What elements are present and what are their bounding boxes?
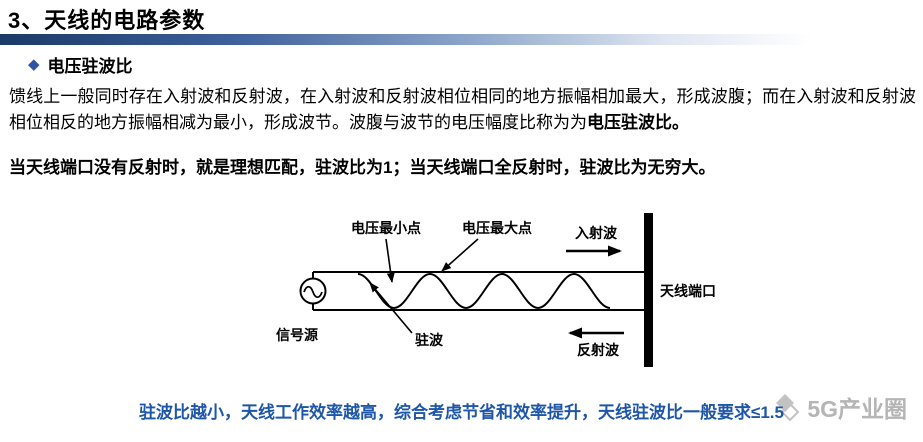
incident-wave-label: 入射波 [575, 225, 618, 241]
paragraph-definition: 馈线上一般同时存在入射波和反射波，在入射波和反射波相位相同的地方振幅相加最大，形… [9, 84, 916, 136]
paragraph-matching-rule: 当天线端口没有反射时，就是理想匹配，驻波比为1；当天线端口全反射时，驻波比为无穷… [9, 158, 716, 177]
conclusion-text: 驻波比越小，天线工作效率越高，综合考虑节省和效率提升，天线驻波比一般要求≤1.5 [139, 403, 784, 422]
annotation-arrows [369, 238, 624, 339]
antenna-port-bar [644, 213, 653, 367]
section-title: 电压驻波比 [47, 57, 133, 76]
signal-source-label: 信号源 [276, 327, 318, 343]
voltage-max-label: 电压最大点 [462, 220, 532, 236]
paragraph-definition-text: 馈线上一般同时存在入射波和反射波，在入射波和反射波相位相同的地方振幅相加最大，形… [9, 87, 916, 132]
section-heading: ◆ 电压驻波比 [28, 52, 133, 77]
reflected-wave-label: 反射波 [577, 342, 620, 358]
watermark-logo-icon [776, 394, 800, 422]
paragraph-definition-term: 电压驻波比。 [587, 113, 689, 132]
signal-source-symbol [299, 277, 327, 305]
watermark-text: 5G产业圈 [807, 396, 907, 422]
voltage-min-label: 电压最小点 [351, 220, 421, 236]
diamond-bullet-icon: ◆ [28, 56, 40, 73]
standing-wave-label: 驻波 [415, 332, 444, 348]
watermark: 5G产业圈 [771, 390, 907, 424]
vswr-diagram: 电压最小点 电压最大点 入射波 天线端口 反射波 驻波 信号源 [276, 213, 716, 367]
standing-wave-curve [357, 272, 611, 310]
antenna-port-label: 天线端口 [660, 283, 716, 299]
page-title: 3、天线的电路参数 [8, 8, 206, 33]
title-underline-bar [0, 34, 923, 45]
transmission-line [312, 271, 644, 311]
